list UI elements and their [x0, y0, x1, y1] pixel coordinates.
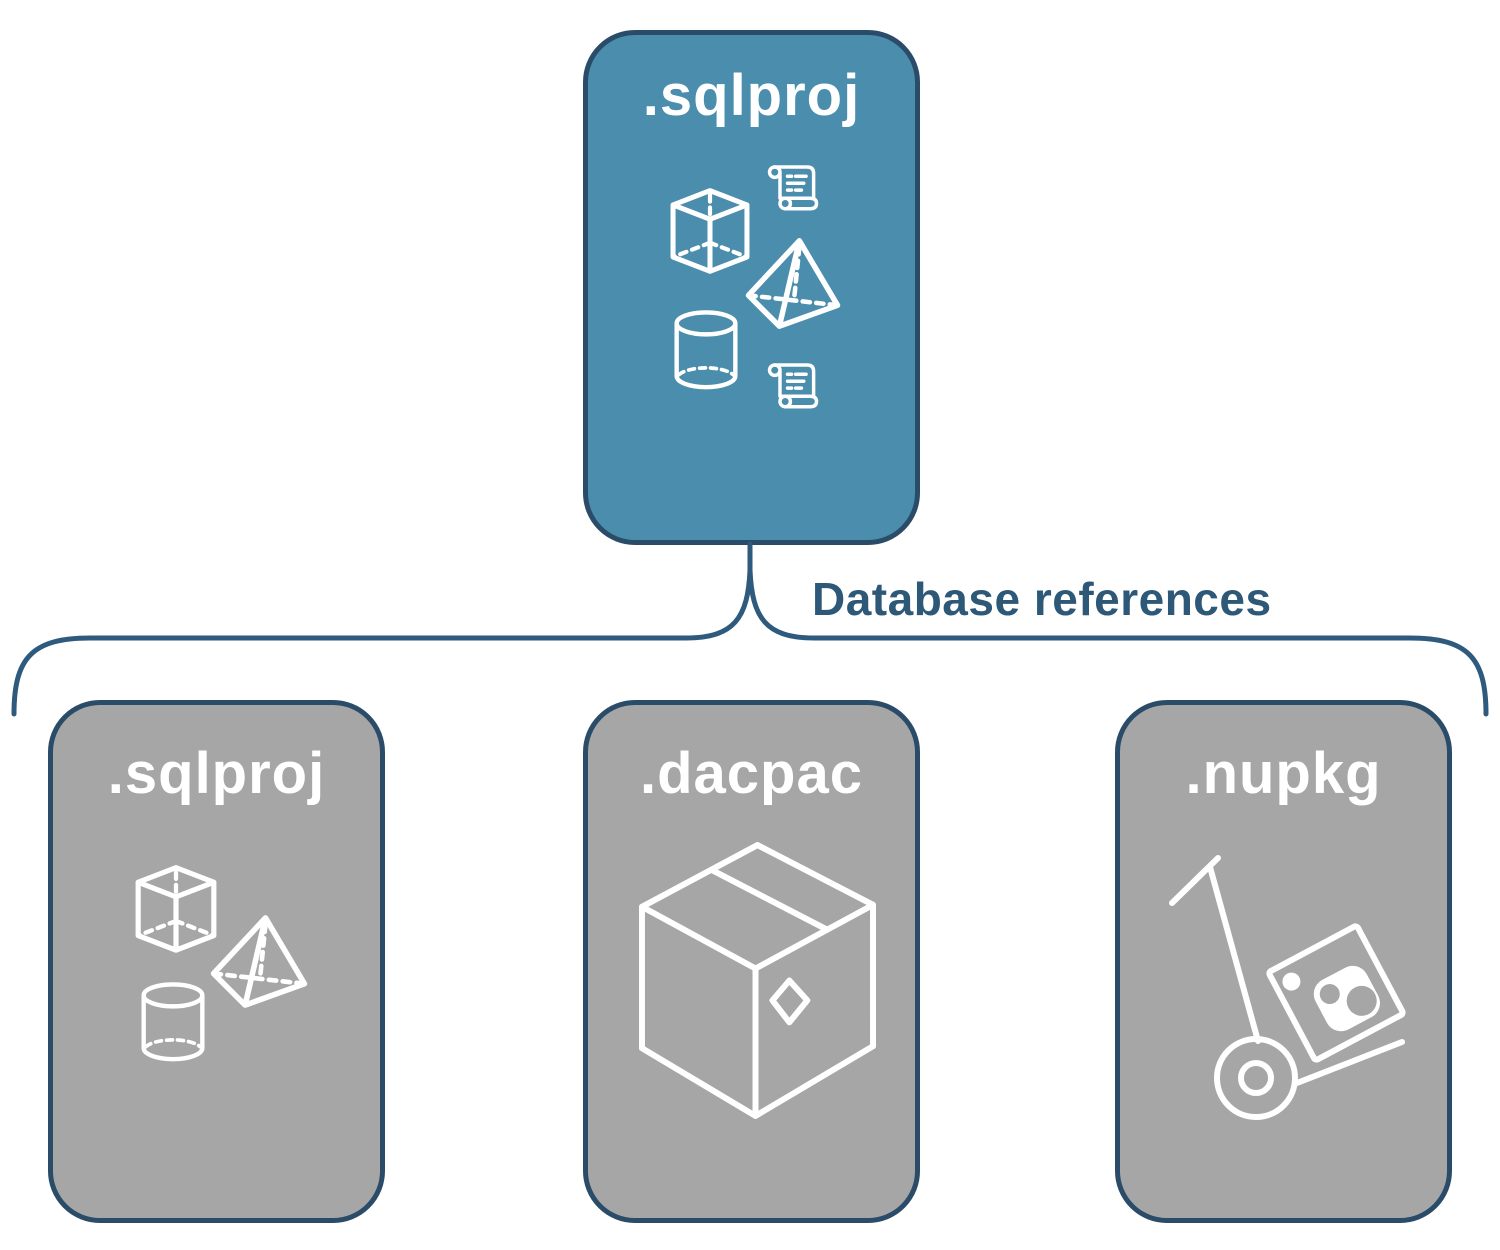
package-box-icon [638, 841, 877, 1120]
child-node-sqlproj: .sqlproj [48, 700, 385, 1223]
parent-node-sqlproj: .sqlproj [583, 30, 920, 545]
hand-truck-package-icon [1130, 845, 1470, 1185]
connector-label: Database references [812, 573, 1272, 625]
connector-brace-left [11, 567, 753, 717]
cube-icon [668, 188, 752, 279]
sql-script-icon [762, 160, 820, 218]
child-node-title: .nupkg [1185, 741, 1382, 806]
child-node-title: .sqlproj [107, 741, 326, 806]
cylinder-icon [140, 982, 206, 1063]
cylinder-icon [673, 310, 739, 391]
cube-icon [133, 865, 219, 958]
parent-node-title: .sqlproj [642, 63, 861, 128]
child-node-title: .dacpac [640, 741, 863, 806]
pyramid-icon [743, 238, 843, 329]
sql-script-icon [762, 358, 820, 416]
pyramid-icon [208, 915, 310, 1008]
